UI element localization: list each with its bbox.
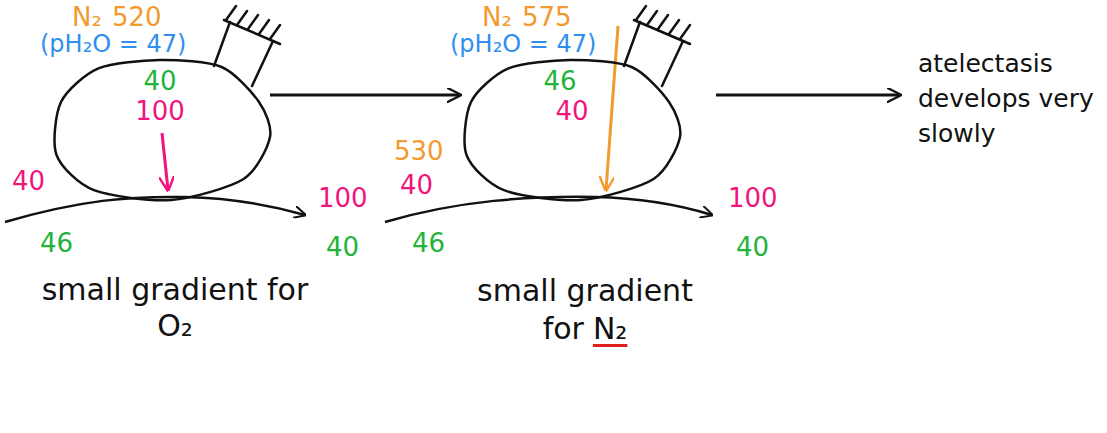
alveolus: 40100 bbox=[50, 60, 270, 200]
alveolus-wall bbox=[465, 60, 681, 200]
oxygen-diffusion-arrow bbox=[162, 133, 168, 190]
water-vapour-pressure: (pH₂O = 47) bbox=[450, 30, 596, 59]
progression-arrow bbox=[716, 94, 900, 97]
capillary bbox=[385, 197, 712, 222]
bronchiole-obstructed bbox=[214, 6, 280, 86]
nitrogen-pressure: 575 bbox=[522, 2, 572, 33]
alveolar-pco2: 40 bbox=[143, 66, 176, 97]
alveolus: 4640 bbox=[460, 60, 680, 200]
nitrogen-pressure: 520 bbox=[112, 2, 162, 33]
nitrogen-diffusion-arrow bbox=[606, 26, 618, 190]
water-vapour-pressure: (pH₂O = 47) bbox=[40, 30, 186, 59]
arterial-po2: 100 bbox=[318, 183, 368, 214]
conclusion-note: atelectasis develops very slowly bbox=[918, 46, 1100, 151]
venous-po2: 40 bbox=[12, 166, 45, 197]
nitrogen-symbol: N₂ bbox=[482, 2, 512, 33]
venous-pco2: 46 bbox=[40, 228, 73, 259]
alveolus-wall bbox=[55, 60, 271, 200]
venous-po2: 40 bbox=[400, 170, 433, 201]
nitrogen-symbol: N₂ bbox=[72, 2, 102, 33]
arterial-pco2: 40 bbox=[736, 232, 769, 263]
gradient-note: small gradient for bbox=[477, 273, 693, 346]
arterial-po2: 100 bbox=[728, 183, 778, 214]
venous-pco2: 46 bbox=[412, 228, 445, 259]
alveolar-pco2: 46 bbox=[543, 66, 576, 97]
arterial-pco2: 40 bbox=[326, 232, 359, 263]
venous-pn2: 530 bbox=[394, 136, 444, 167]
alveolar-po2: 40 bbox=[555, 96, 588, 127]
gradient-note-group: small gradient forN₂ bbox=[445, 272, 725, 347]
gradient-note: small gradient for O₂ bbox=[35, 272, 315, 344]
nitrogen-symbol: N₂ bbox=[593, 311, 627, 346]
alveolar-po2: 100 bbox=[135, 96, 185, 127]
progression-arrow bbox=[270, 94, 460, 97]
bronchiole-obstructed bbox=[624, 6, 690, 86]
